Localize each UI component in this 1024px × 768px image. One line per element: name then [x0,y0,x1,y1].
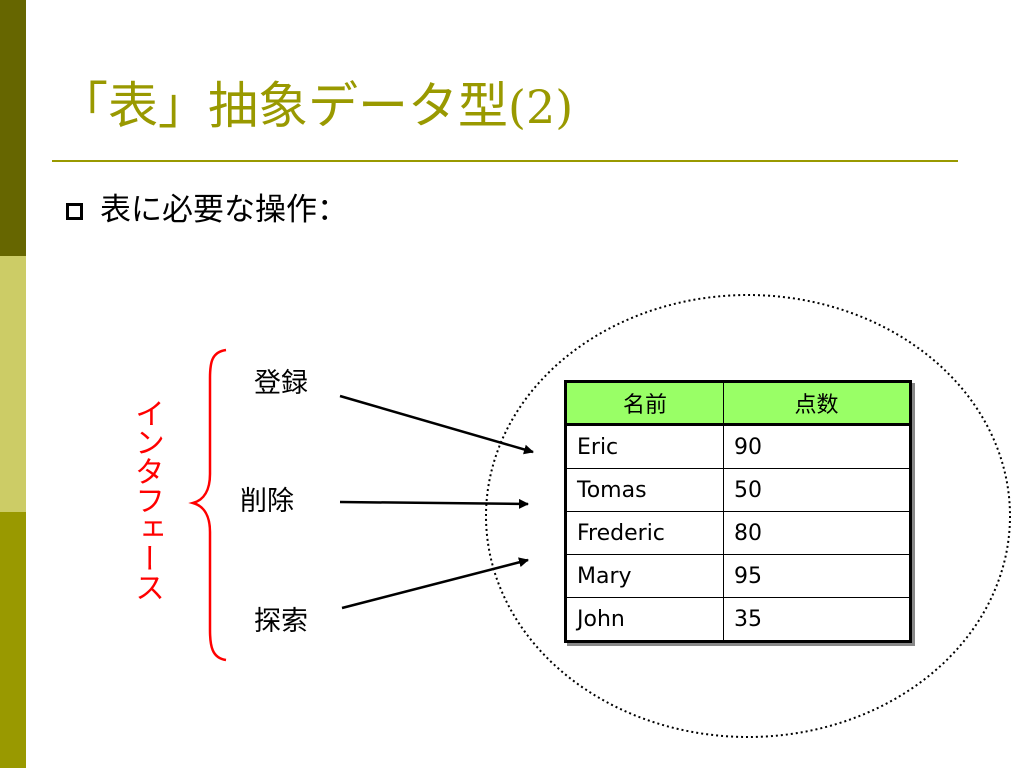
arrow-search [341,557,529,610]
arrow-register [339,394,534,455]
table-row: John 35 [565,597,911,642]
table-header-row: 名前 点数 [565,381,911,426]
slide-title-number: (2) [508,80,574,134]
table-row: Eric 90 [565,424,911,469]
slide-title: 「表」抽象データ型(2) [58,76,573,137]
title-divider [52,160,958,162]
name-cell: Tomas [565,468,724,512]
score-cell: 35 [723,597,911,642]
side-stripe-light [0,256,26,512]
name-cell: Frederic [565,511,724,555]
score-cell: 95 [723,554,911,598]
name-cell: Mary [565,554,724,598]
header-name: 名前 [565,381,724,426]
name-cell: Eric [565,424,724,469]
table-row: Tomas 50 [565,468,911,512]
score-cell: 90 [723,424,911,469]
score-cell: 50 [723,468,911,512]
interface-label: インタフェース [129,398,164,601]
operation-register-label: 登録 [254,368,308,399]
square-bullet-icon [66,203,83,220]
name-cell: John [565,597,724,642]
header-score: 点数 [723,381,911,426]
bullet-text: 表に必要な操作： [100,192,348,228]
table-row: Frederic 80 [565,511,911,555]
dotted-ellipse [485,294,1011,738]
slide-title-text: 「表」抽象データ型 [58,77,508,135]
score-cell: 80 [723,511,911,555]
operation-delete-label: 削除 [240,486,294,517]
score-table: 名前 点数 Eric 90 Tomas 50 Frederic 80 Mary … [564,380,912,643]
operation-search-label: 探索 [254,606,308,637]
arrow-delete [339,498,529,509]
interface-brace [188,348,227,662]
side-stripe-olive [0,512,26,768]
side-stripe-dark [0,0,26,256]
table-row: Mary 95 [565,554,911,598]
